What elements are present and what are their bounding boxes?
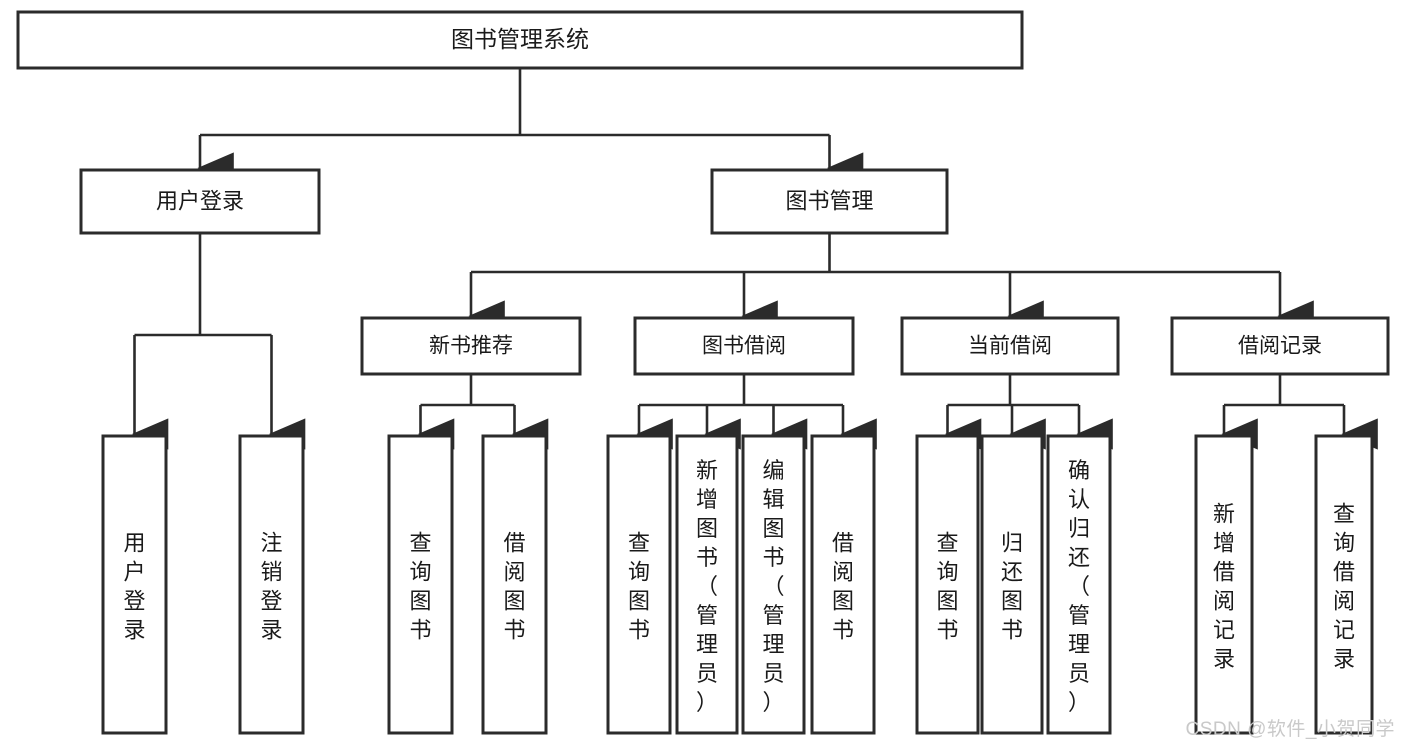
node-leaf-8[interactable]: 查询图书 bbox=[915, 434, 980, 735]
node-border bbox=[1314, 434, 1374, 735]
node-level3-2[interactable]: 当前借阅 bbox=[900, 316, 1120, 376]
node-label-vertical: 新增图书（管理员） bbox=[696, 458, 718, 715]
node-leaf-9[interactable]: 归还图书 bbox=[980, 434, 1044, 735]
node-level2-1[interactable]: 图书管理 bbox=[710, 168, 949, 235]
node-border bbox=[810, 434, 876, 735]
node-border bbox=[1194, 434, 1254, 735]
node-leaf-0[interactable]: 用户登录 bbox=[101, 434, 168, 735]
node-border bbox=[1046, 434, 1112, 735]
node-label-vertical: 查询图书 bbox=[628, 530, 650, 642]
connector-layer bbox=[131, 68, 1378, 450]
node-border bbox=[101, 434, 168, 735]
node-leaf-1[interactable]: 注销登录 bbox=[238, 434, 305, 735]
node-level2-0[interactable]: 用户登录 bbox=[79, 168, 321, 235]
node-border bbox=[606, 434, 672, 735]
node-border bbox=[16, 10, 1024, 70]
node-root[interactable]: 图书管理系统 bbox=[16, 10, 1024, 70]
node-label-vertical: 新增借阅记录 bbox=[1213, 501, 1235, 671]
node-leaf-11[interactable]: 新增借阅记录 bbox=[1194, 434, 1254, 735]
node-label: 新书推荐 bbox=[429, 335, 513, 358]
node-border bbox=[1170, 316, 1390, 376]
node-leaf-3[interactable]: 借阅图书 bbox=[481, 434, 548, 735]
node-level3-0[interactable]: 新书推荐 bbox=[360, 316, 582, 376]
node-leaf-6[interactable]: 编辑图书（管理员） bbox=[741, 434, 806, 735]
node-label-vertical: 注销登录 bbox=[260, 530, 282, 642]
node-label: 图书管理 bbox=[785, 188, 873, 213]
node-border bbox=[481, 434, 548, 735]
node-layer: 图书管理系统用户登录图书管理新书推荐图书借阅当前借阅借阅记录用户登录注销登录查询… bbox=[16, 10, 1390, 735]
node-border bbox=[387, 434, 454, 735]
node-label: 借阅记录 bbox=[1238, 335, 1322, 358]
node-leaf-2[interactable]: 查询图书 bbox=[387, 434, 454, 735]
node-border bbox=[79, 168, 321, 235]
node-border bbox=[980, 434, 1044, 735]
node-border bbox=[360, 316, 582, 376]
node-label: 图书管理系统 bbox=[451, 26, 589, 52]
node-border bbox=[675, 434, 739, 735]
node-leaf-4[interactable]: 查询图书 bbox=[606, 434, 672, 735]
node-border bbox=[710, 168, 949, 235]
node-label-vertical: 归还图书 bbox=[1001, 530, 1023, 642]
node-leaf-7[interactable]: 借阅图书 bbox=[810, 434, 876, 735]
node-leaf-5[interactable]: 新增图书（管理员） bbox=[675, 434, 739, 735]
node-label-vertical: 查询借阅记录 bbox=[1333, 501, 1355, 671]
node-label-vertical: 编辑图书（管理员） bbox=[762, 458, 784, 715]
node-label-vertical: 借阅图书 bbox=[503, 530, 525, 642]
node-border bbox=[238, 434, 305, 735]
node-border bbox=[633, 316, 855, 376]
node-level3-3[interactable]: 借阅记录 bbox=[1170, 316, 1390, 376]
node-leaf-12[interactable]: 查询借阅记录 bbox=[1314, 434, 1374, 735]
node-label: 当前借阅 bbox=[968, 335, 1052, 358]
node-label-vertical: 借阅图书 bbox=[832, 530, 854, 642]
node-border bbox=[741, 434, 806, 735]
node-label: 用户登录 bbox=[156, 188, 244, 213]
node-label-vertical: 查询图书 bbox=[409, 530, 431, 642]
node-label-vertical: 确认归还（管理员） bbox=[1068, 458, 1090, 715]
node-label-vertical: 用户登录 bbox=[123, 530, 145, 642]
node-leaf-10[interactable]: 确认归还（管理员） bbox=[1046, 434, 1112, 735]
node-border bbox=[900, 316, 1120, 376]
node-border bbox=[915, 434, 980, 735]
node-level3-1[interactable]: 图书借阅 bbox=[633, 316, 855, 376]
node-label-vertical: 查询图书 bbox=[936, 530, 958, 642]
node-label: 图书借阅 bbox=[702, 335, 786, 358]
